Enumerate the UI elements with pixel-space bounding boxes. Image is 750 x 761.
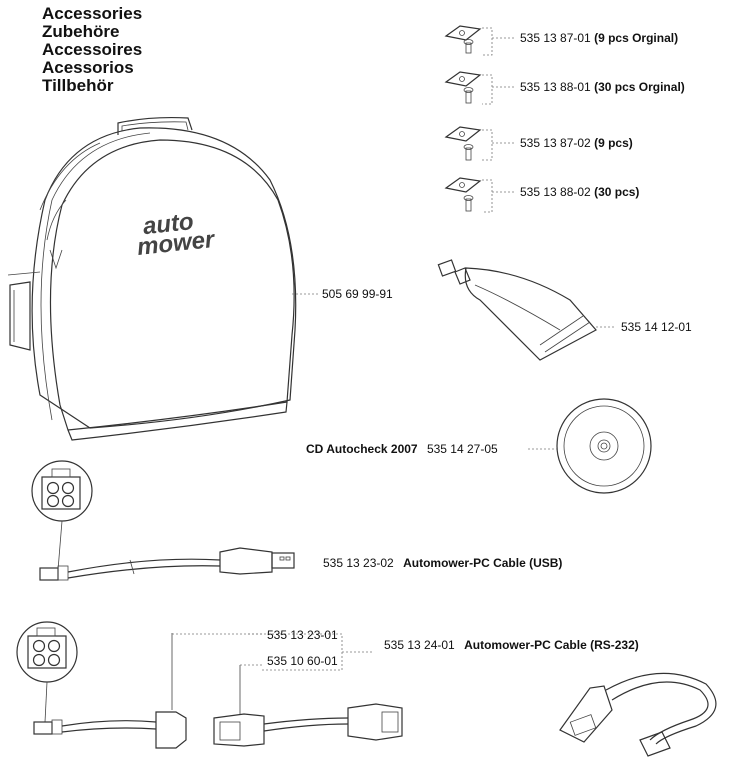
blade-3-drawing — [444, 126, 482, 161]
title-en: Accessories — [42, 4, 143, 23]
blade-3-part-number: 535 13 87-02 — [520, 136, 591, 150]
blade-4-label: 535 13 88-02 (30 pcs) — [520, 185, 639, 199]
bag-logo: auto mower — [134, 208, 216, 261]
usb-cable-label: 535 13 23-02 Automower-PC Cable (USB) — [323, 556, 562, 570]
blade-2-drawing — [444, 71, 482, 104]
title-block: Accessories Zubehöre Accessoires Acessor… — [42, 5, 142, 95]
rs232-cable-part-number: 535 13 24-01 — [384, 638, 455, 652]
rs232-cable-label: 535 13 24-01 Automower-PC Cable (RS-232) — [384, 638, 639, 652]
cd-drawing — [556, 398, 652, 494]
rs232-cable-drawing — [16, 621, 717, 757]
title-fr: Accessoires — [42, 40, 143, 59]
usb-cable-part-number: 535 13 23-02 — [323, 556, 394, 570]
usb-cable-drawing — [31, 460, 295, 581]
title-de: Zubehöre — [42, 22, 120, 41]
tube-part-number: 535 14 12-01 — [621, 320, 692, 334]
blade-2-label: 535 13 88-01 (30 pcs Orginal) — [520, 80, 685, 94]
bag-logo-line2: mower — [135, 225, 216, 261]
usb-cable-name: Automower-PC Cable (USB) — [403, 556, 563, 570]
cd-label: CD Autocheck 2007 535 14 27-05 — [306, 442, 498, 456]
cd-name: CD Autocheck 2007 — [306, 442, 418, 456]
bag-drawing — [7, 116, 297, 441]
blade-4-drawing — [444, 177, 482, 212]
blade-2-desc: (30 pcs Orginal) — [594, 80, 685, 94]
rs232-sub-part-1: 535 13 23-01 — [267, 628, 338, 642]
blade-1-part-number: 535 13 87-01 — [520, 31, 591, 45]
blade-3-label: 535 13 87-02 (9 pcs) — [520, 136, 633, 150]
blade-1-drawing — [444, 25, 482, 54]
rs232-cable-name: Automower-PC Cable (RS-232) — [464, 638, 639, 652]
bag-part-number: 505 69 99-91 — [322, 287, 393, 301]
cd-part-number: 535 14 27-05 — [426, 442, 498, 456]
tube-drawing — [437, 259, 597, 361]
title-pt: Acessorios — [42, 58, 134, 77]
blade-4-part-number: 535 13 88-02 — [520, 185, 591, 199]
blade-1-label: 535 13 87-01 (9 pcs Orginal) — [520, 31, 678, 45]
title-sv: Tillbehör — [42, 76, 114, 95]
blade-1-desc: (9 pcs Orginal) — [594, 31, 679, 45]
rs232-sub-part-2: 535 10 60-01 — [267, 654, 338, 668]
blade-4-desc: (30 pcs) — [594, 185, 640, 199]
blade-3-desc: (9 pcs) — [594, 136, 633, 150]
blade-2-part-number: 535 13 88-01 — [520, 80, 591, 94]
